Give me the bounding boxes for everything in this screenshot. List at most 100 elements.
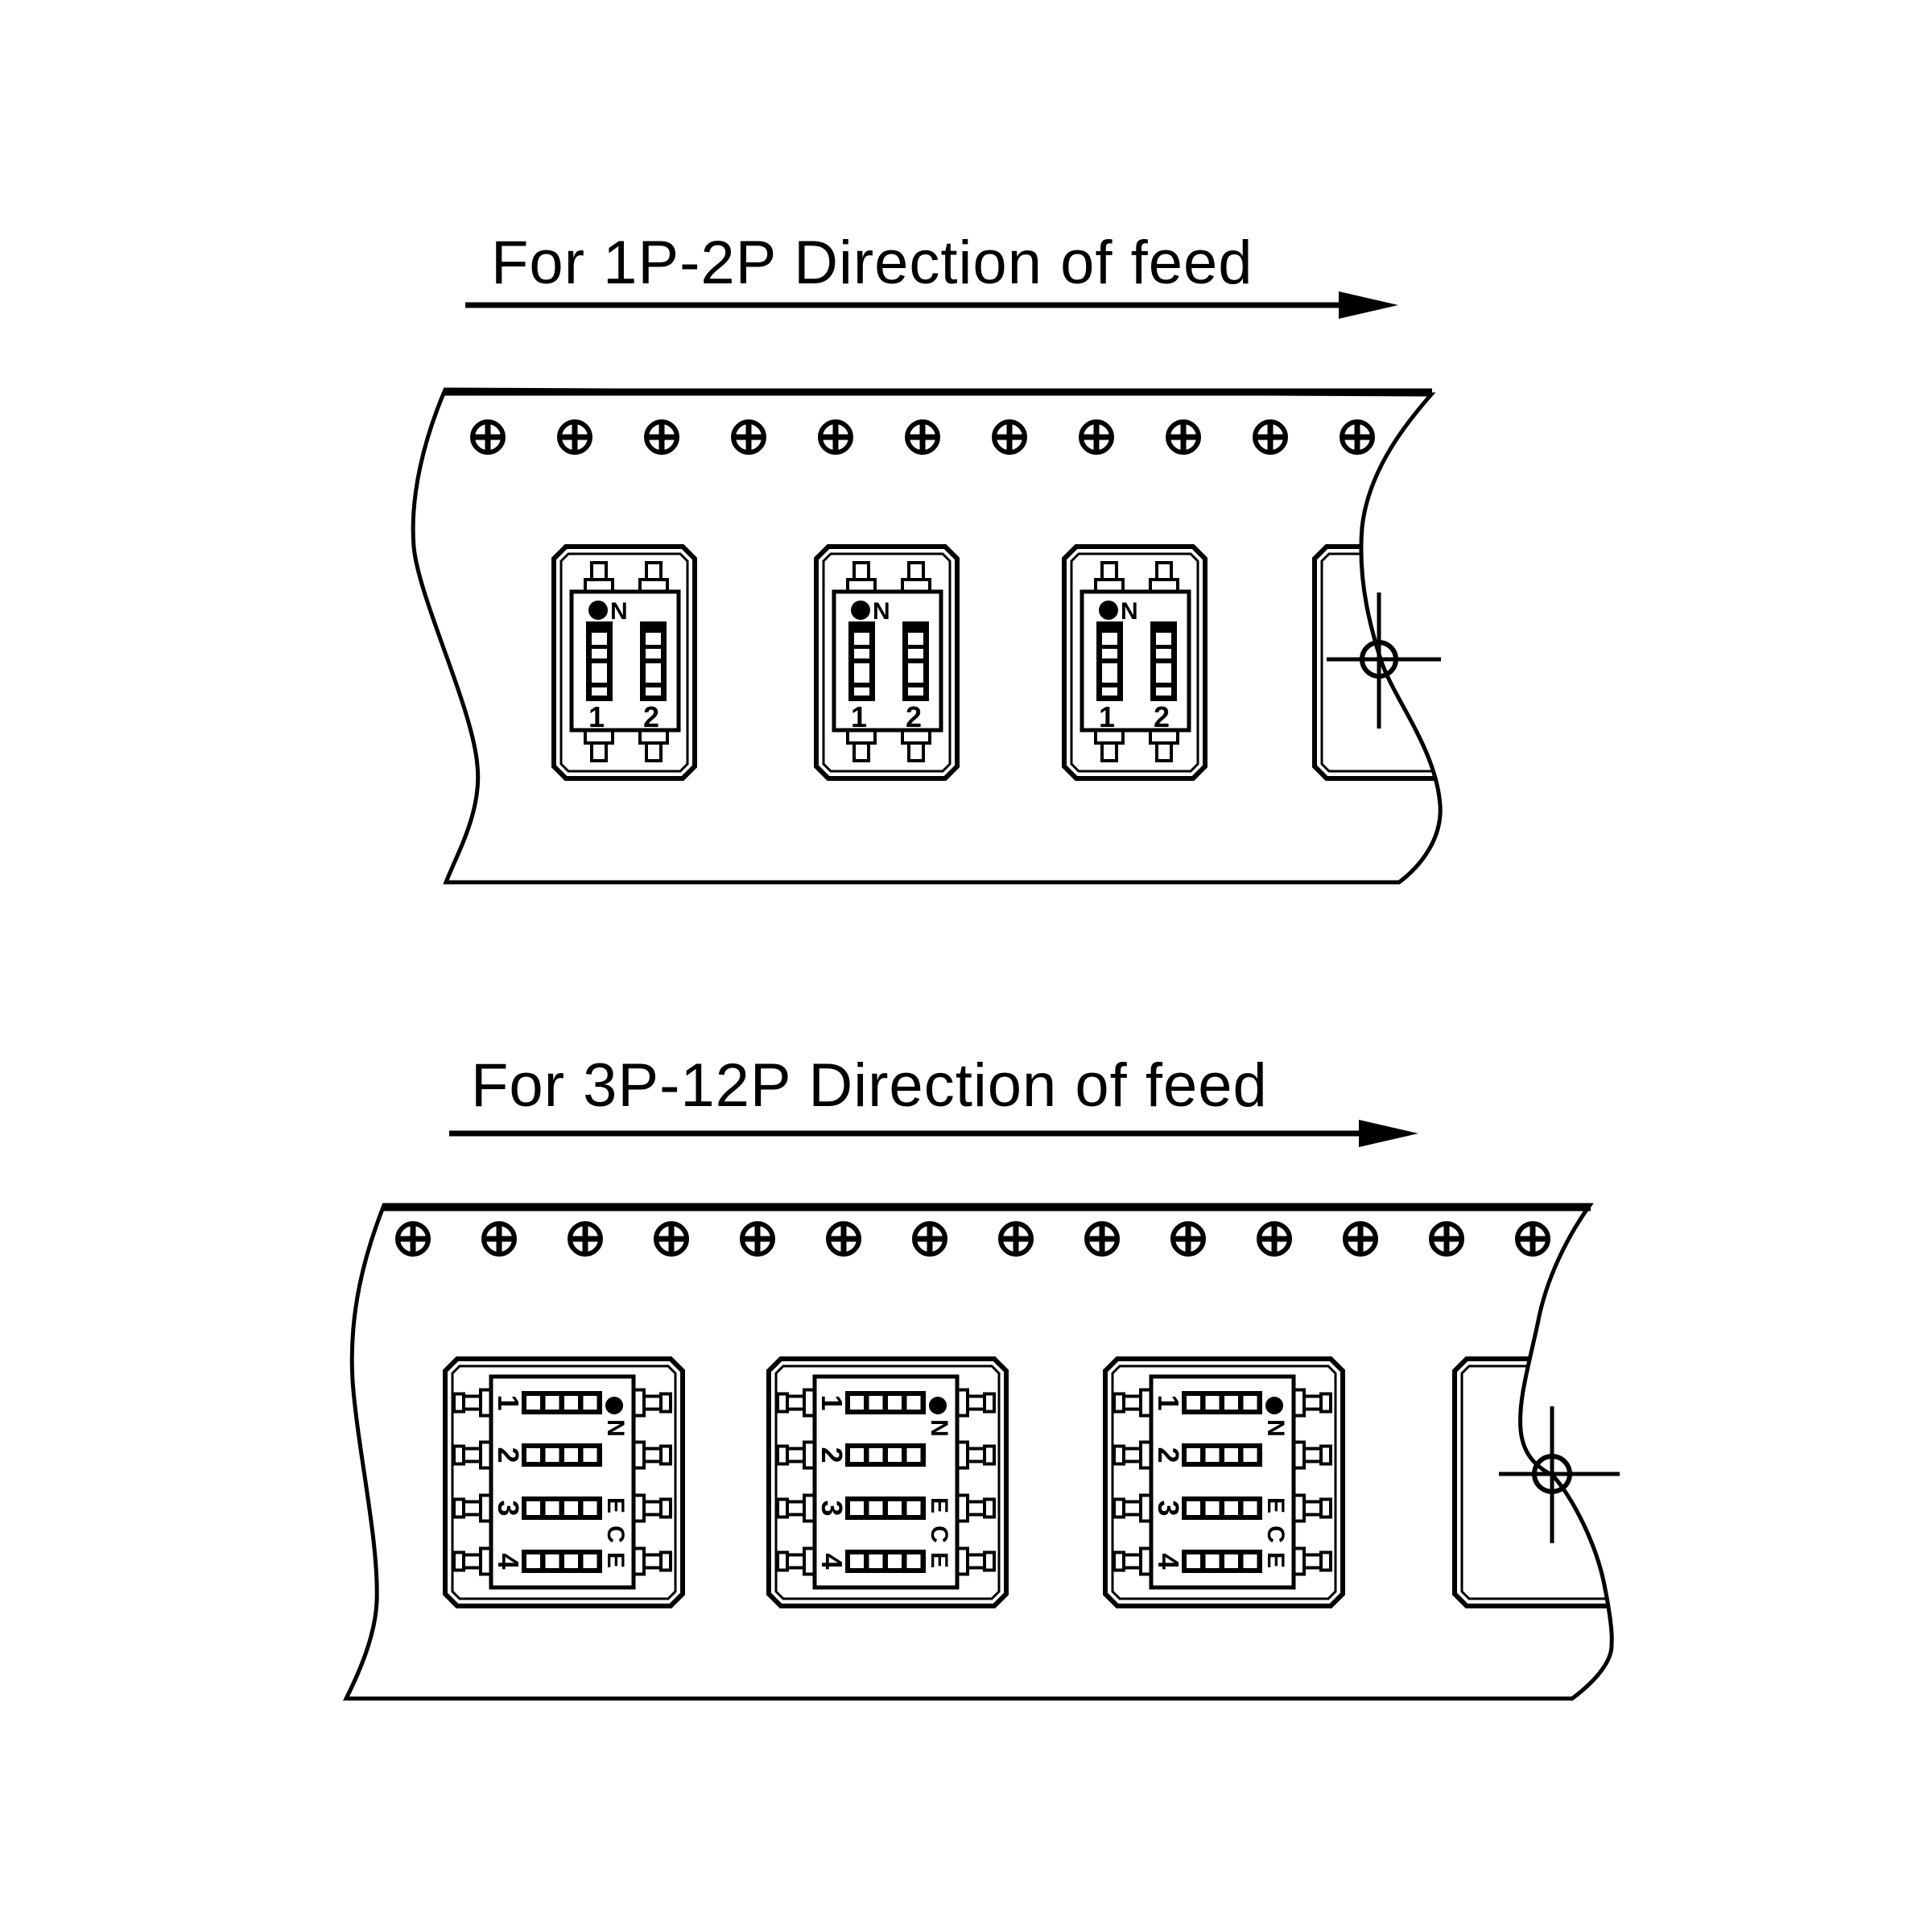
brand-letter: E: [926, 1552, 952, 1568]
slot-window: [564, 1448, 578, 1462]
slot-window: [646, 649, 661, 658]
pin-lead: [462, 1500, 482, 1517]
slot-window: [545, 1554, 559, 1568]
on-indicator-dot: [1265, 1397, 1283, 1414]
pin-lead: [590, 741, 608, 762]
sprocket-hole: [1084, 1221, 1120, 1257]
slot-window: [906, 1396, 921, 1410]
sprocket-hole: [1166, 419, 1201, 455]
position-label: 1: [588, 700, 605, 733]
on-indicator-dot: [605, 1397, 623, 1414]
sprocket-hole: [1429, 1221, 1464, 1257]
pin-lead: [852, 561, 870, 581]
slot-window: [908, 663, 923, 683]
slot-window: [850, 1554, 864, 1568]
slot-window: [869, 1396, 883, 1410]
slot-window: [1102, 663, 1117, 683]
pin-tip: [1319, 1392, 1332, 1414]
on-label: N: [873, 598, 890, 625]
slot-window: [646, 633, 661, 645]
sprocket-hole: [1515, 1221, 1550, 1257]
slot-window: [850, 1396, 864, 1410]
feed-direction-arrow-icon-3p12p: [1359, 1120, 1418, 1147]
registration-crosshair-icon: [1499, 1406, 1620, 1543]
sprocket-hole: [905, 419, 940, 455]
pin-lead: [645, 741, 663, 762]
slot-window: [646, 663, 661, 683]
pin-lead: [907, 741, 925, 762]
crosshair-circle: [1360, 640, 1398, 679]
brand-letter: E: [926, 1497, 952, 1513]
slot-window: [854, 649, 869, 658]
slot-window: [583, 1448, 597, 1462]
slot-window: [869, 1448, 883, 1462]
sprocket-hole: [1079, 419, 1114, 455]
slot-window: [545, 1448, 559, 1462]
slot-window: [545, 1501, 559, 1515]
sprocket-hole: [1343, 1221, 1378, 1257]
position-label: 2: [1154, 700, 1170, 733]
pin-lead: [1155, 741, 1173, 762]
pin-lead: [1302, 1500, 1323, 1517]
feed-direction-arrow-icon-1p2p: [1339, 291, 1398, 319]
sprocket-hole: [992, 419, 1027, 455]
slot-window: [646, 687, 661, 696]
pin-lead: [1100, 561, 1118, 581]
slot-window: [850, 1448, 864, 1462]
component-pocket: [551, 544, 697, 781]
slot-window: [908, 633, 923, 645]
slot-window: [1205, 1501, 1220, 1515]
pin-tip: [983, 1392, 996, 1414]
feed-direction-header-3p12p: For 3P-12P Direction of feed: [449, 1051, 1418, 1147]
brand-letter: C: [1262, 1525, 1289, 1543]
pin-tip: [1319, 1550, 1332, 1572]
slot-window: [583, 1396, 597, 1410]
sprocket-hole: [1257, 1221, 1292, 1257]
pocket-inner-edge: [1320, 552, 1441, 773]
slot-window: [545, 1396, 559, 1410]
slot-window: [888, 1448, 902, 1462]
sprocket-hole: [568, 1221, 603, 1257]
sprocket-hole: [654, 1221, 689, 1257]
pin-tip: [659, 1392, 672, 1414]
slot-window: [1205, 1554, 1220, 1568]
slot-window: [1187, 1448, 1200, 1462]
pin-tip: [983, 1550, 996, 1572]
feed-direction-header-1p2p: For 1P-2P Direction of feed: [465, 229, 1398, 319]
brand-letter: E: [602, 1497, 629, 1513]
pin-lead: [642, 1394, 663, 1411]
pin-tip: [659, 1497, 672, 1519]
on-label: N: [1262, 1419, 1289, 1437]
on-indicator-dot: [929, 1397, 947, 1414]
slot-window: [908, 649, 923, 658]
pocket-outer-edge: [814, 544, 960, 781]
pin-tip: [1319, 1497, 1332, 1519]
sprocket-hole: [470, 419, 506, 455]
on-label: N: [602, 1419, 629, 1437]
registration-crosshair-icon: [1327, 592, 1441, 729]
slot-window: [869, 1501, 883, 1515]
pin-lead: [642, 1553, 663, 1570]
pin-lead: [786, 1447, 806, 1463]
slot-window: [583, 1554, 597, 1568]
sprocket-hole: [740, 1221, 775, 1257]
component-pocket: [1062, 544, 1208, 781]
slot-window: [1156, 687, 1171, 696]
position-label: 3: [492, 1500, 525, 1516]
slot-window: [1224, 1501, 1238, 1515]
pocket-outer-edge: [443, 1356, 685, 1608]
slot-window: [564, 1396, 578, 1410]
slot-window: [888, 1501, 902, 1515]
position-label: 1: [851, 700, 867, 733]
slot-window: [1243, 1501, 1257, 1515]
slot-window: [869, 1554, 883, 1568]
slot-window: [583, 1501, 597, 1515]
slot-window: [854, 687, 869, 696]
slot-window: [1243, 1554, 1257, 1568]
